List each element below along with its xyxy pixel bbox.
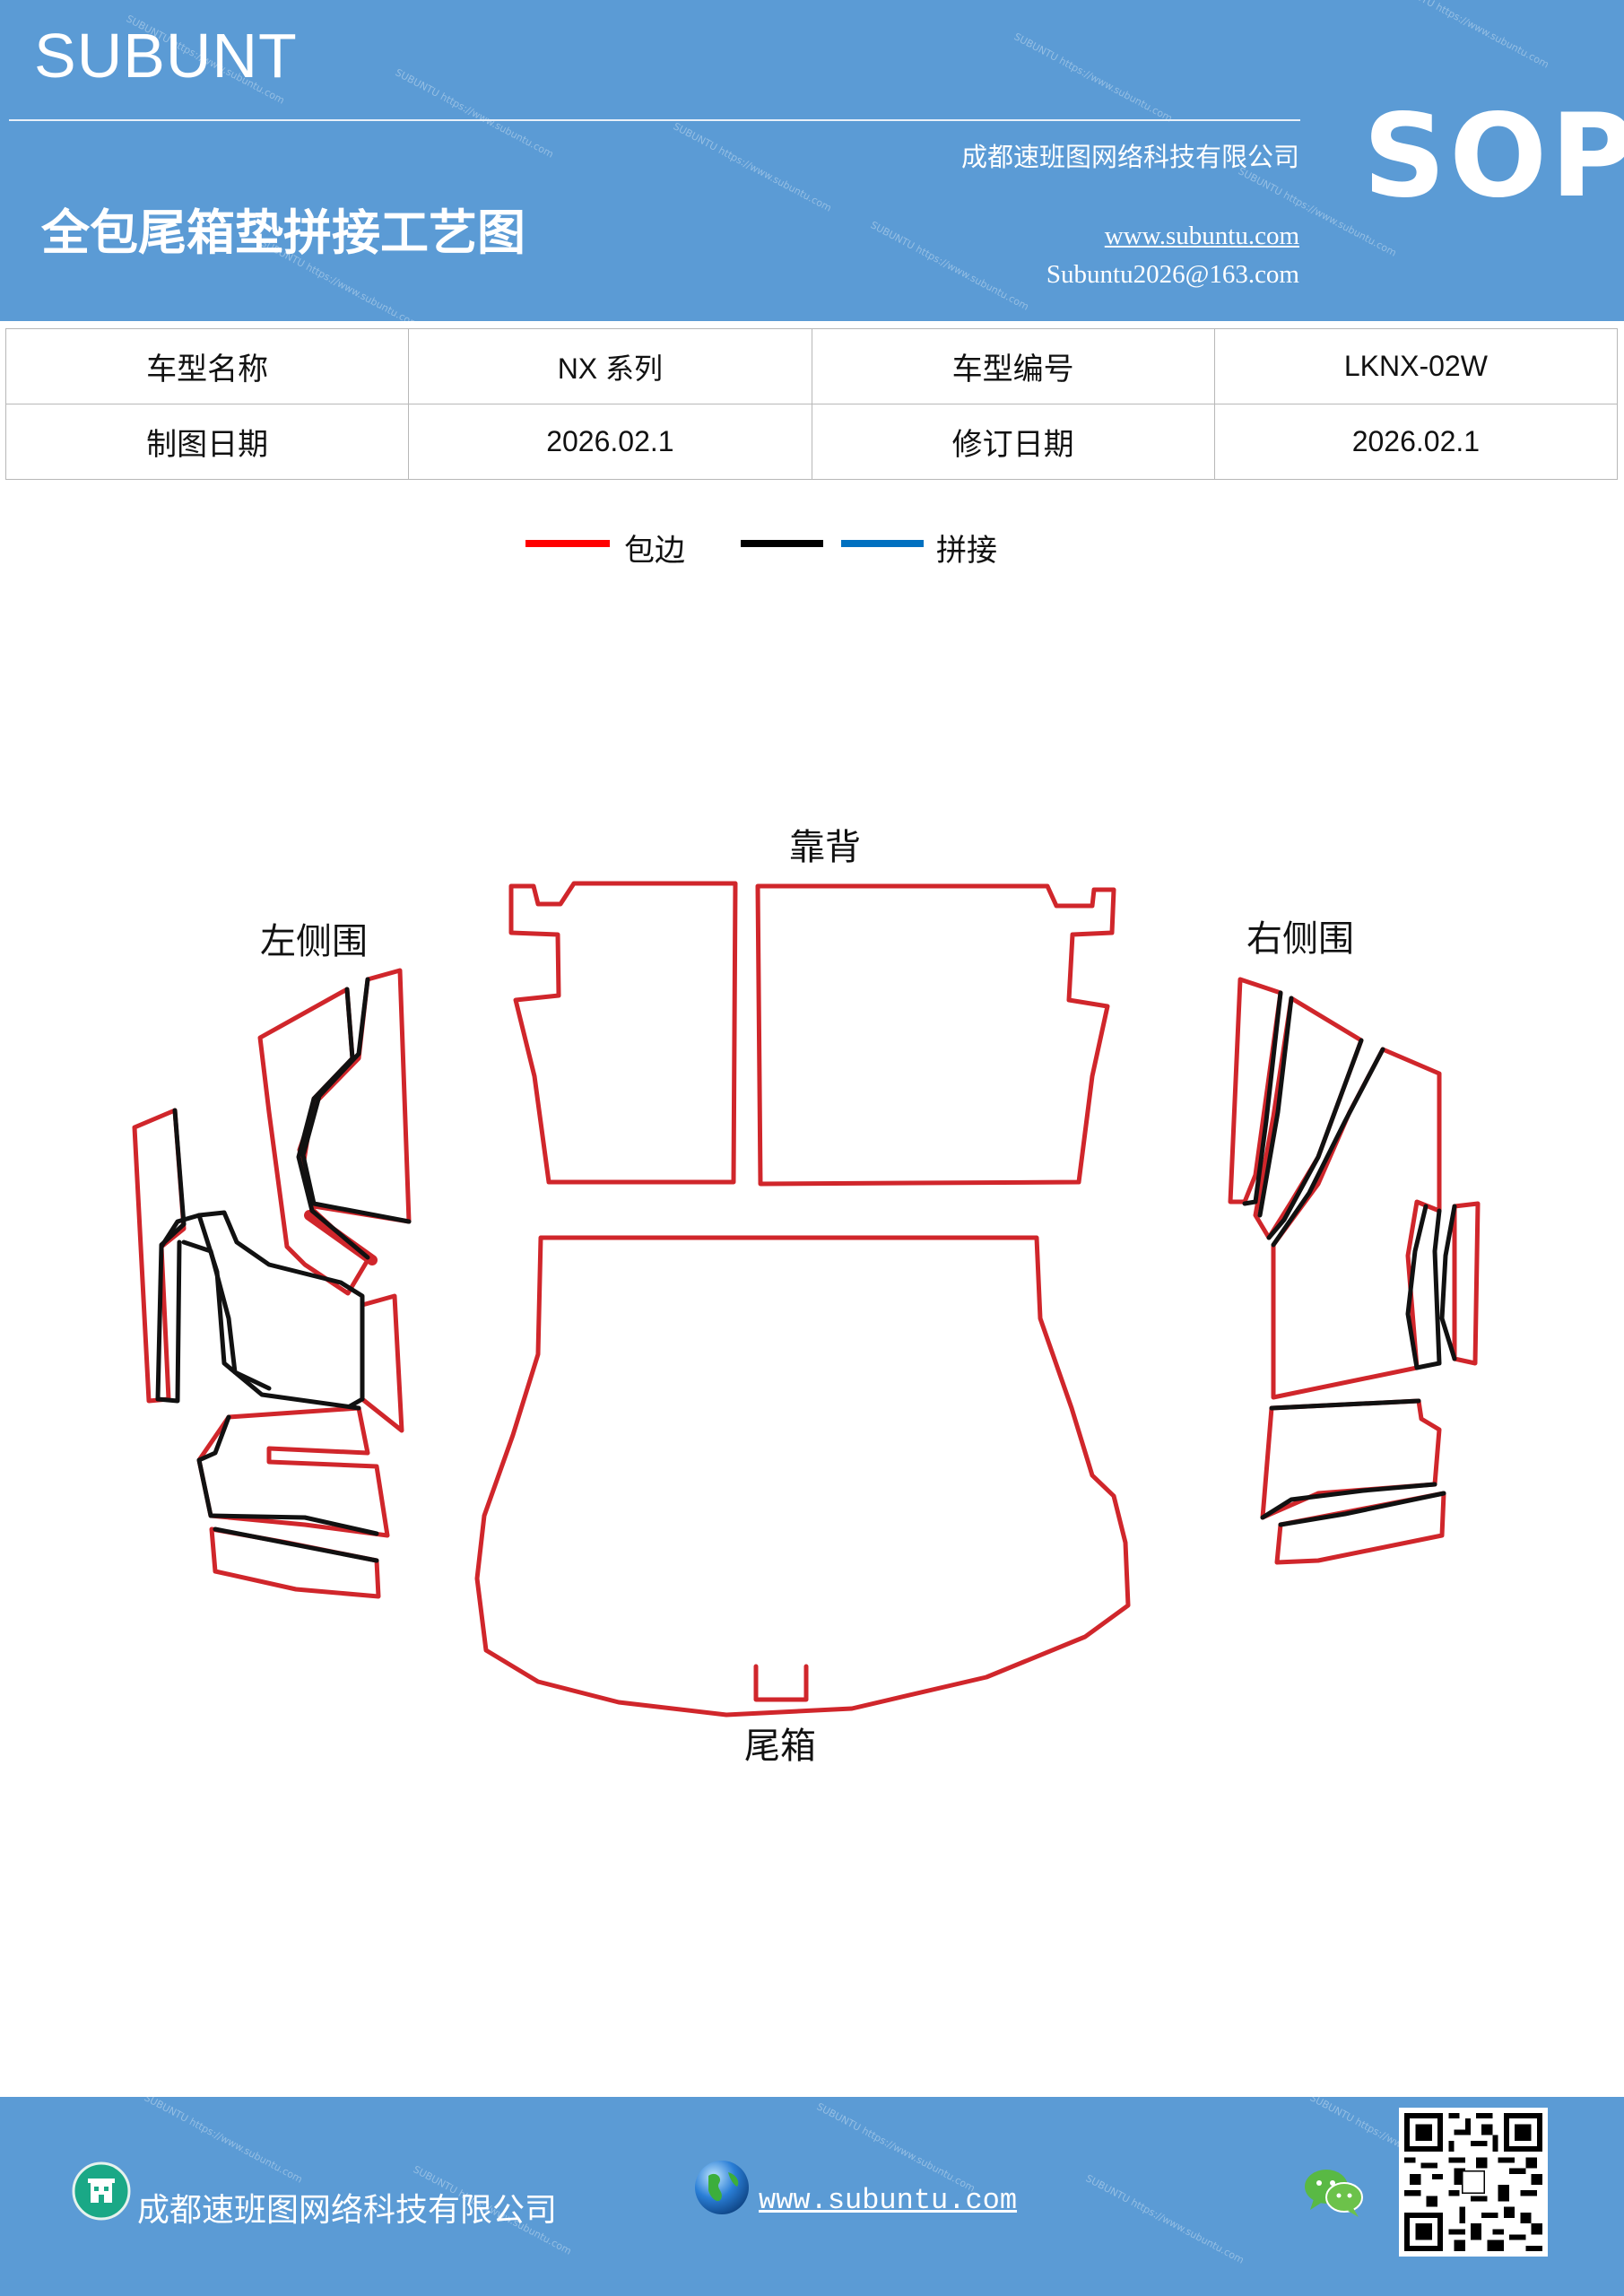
footer-company-name: 成都速班图网络科技有限公司 (137, 2192, 558, 2229)
trunk-tab (753, 1664, 809, 1702)
right-side-panel-4 (1452, 1201, 1481, 1366)
footer-website-link[interactable]: www.subuntu.com (759, 2184, 1018, 2217)
page-title: 全包尾箱垫拼接工艺图 (41, 204, 525, 261)
legend-swatch-seam (841, 540, 924, 547)
left-seam-8 (209, 1513, 379, 1536)
legend-label-edge: 包边 (624, 533, 685, 569)
right-seam-1 (1242, 990, 1283, 1206)
backrest-label: 靠背 (789, 827, 861, 868)
right-seam-5 (1405, 1204, 1442, 1370)
table-row: 车型名称 NX 系列 车型编号 LKNX-02W (4, 328, 1619, 404)
model-name-label: 车型名称 (4, 328, 410, 404)
right-seam-3 (1266, 1038, 1364, 1240)
right-side-label: 右侧围 (1246, 918, 1354, 960)
model-name-value: NX 系列 (408, 328, 812, 404)
left-seam-3 (300, 977, 412, 1224)
legend: 包边 拼接 (0, 526, 1624, 570)
draw-date-label: 制图日期 (4, 404, 410, 480)
legend-label-seam: 拼接 (936, 533, 997, 569)
right-seam-2 (1257, 996, 1294, 1218)
legend-swatch-black (741, 540, 823, 547)
globe-icon (695, 2161, 749, 2214)
right-seam-8 (1260, 1482, 1437, 1520)
revision-date-value: 2026.02.1 (1213, 404, 1619, 480)
right-seam-6 (1439, 1204, 1457, 1361)
right-seam-7 (1269, 1398, 1421, 1411)
company-name: 成都速班图网络科技有限公司 (960, 142, 1299, 172)
building-icon (72, 2161, 131, 2221)
draw-date-value: 2026.02.1 (408, 404, 812, 480)
table-row: 制图日期 2026.02.1 修订日期 2026.02.1 (4, 404, 1619, 480)
trunk-mat-diagram: 靠背 左侧围 右侧围 尾箱 (132, 827, 1481, 1767)
right-side-panel-1 (1228, 977, 1283, 1205)
left-side-panel-4 (360, 1293, 404, 1433)
wechat-icon (1305, 2170, 1363, 2217)
right-side-panel-6 (1274, 1491, 1446, 1565)
right-seam-9 (1278, 1491, 1446, 1527)
revision-date-label: 修订日期 (811, 404, 1215, 480)
footer-banner: SUBUNTU https://www.subuntu.com SUBUNTU … (0, 2097, 1624, 2296)
trunk-floor-panel (474, 1235, 1131, 1718)
trunk-label: 尾箱 (744, 1726, 816, 1767)
email-address: Subuntu2026@163.com (1046, 260, 1299, 289)
left-seam-2 (296, 987, 370, 1260)
legend-swatch-edge (525, 540, 610, 547)
qr-code-pattern (1404, 2113, 1542, 2251)
brand-name: SUBUNT (34, 21, 298, 91)
backrest-left-panel (508, 881, 738, 1185)
left-seam-9 (213, 1526, 379, 1563)
backrest-right-panel (755, 883, 1116, 1187)
website-link[interactable]: www.subuntu.com (1104, 222, 1299, 250)
left-side-label: 左侧围 (260, 921, 368, 962)
sop-badge: SOP (1363, 90, 1624, 223)
qr-code (1399, 2108, 1548, 2257)
left-seam-1 (155, 1108, 187, 1404)
header-divider (9, 119, 1300, 121)
left-side-panel-6 (209, 1526, 381, 1599)
left-seam-6 (196, 1210, 365, 1409)
vehicle-info-table: 车型名称 NX 系列 车型编号 LKNX-02W 制图日期 2026.02.1 … (4, 328, 1619, 480)
header-banner: SUBUNTU https://www.subuntu.com SUBUNTU … (0, 0, 1624, 321)
model-code-value: LKNX-02W (1213, 328, 1619, 404)
model-code-label: 车型编号 (811, 328, 1215, 404)
left-seam-7 (196, 1414, 231, 1518)
left-seam-5 (181, 1239, 272, 1391)
right-seam-4 (1271, 1047, 1385, 1248)
